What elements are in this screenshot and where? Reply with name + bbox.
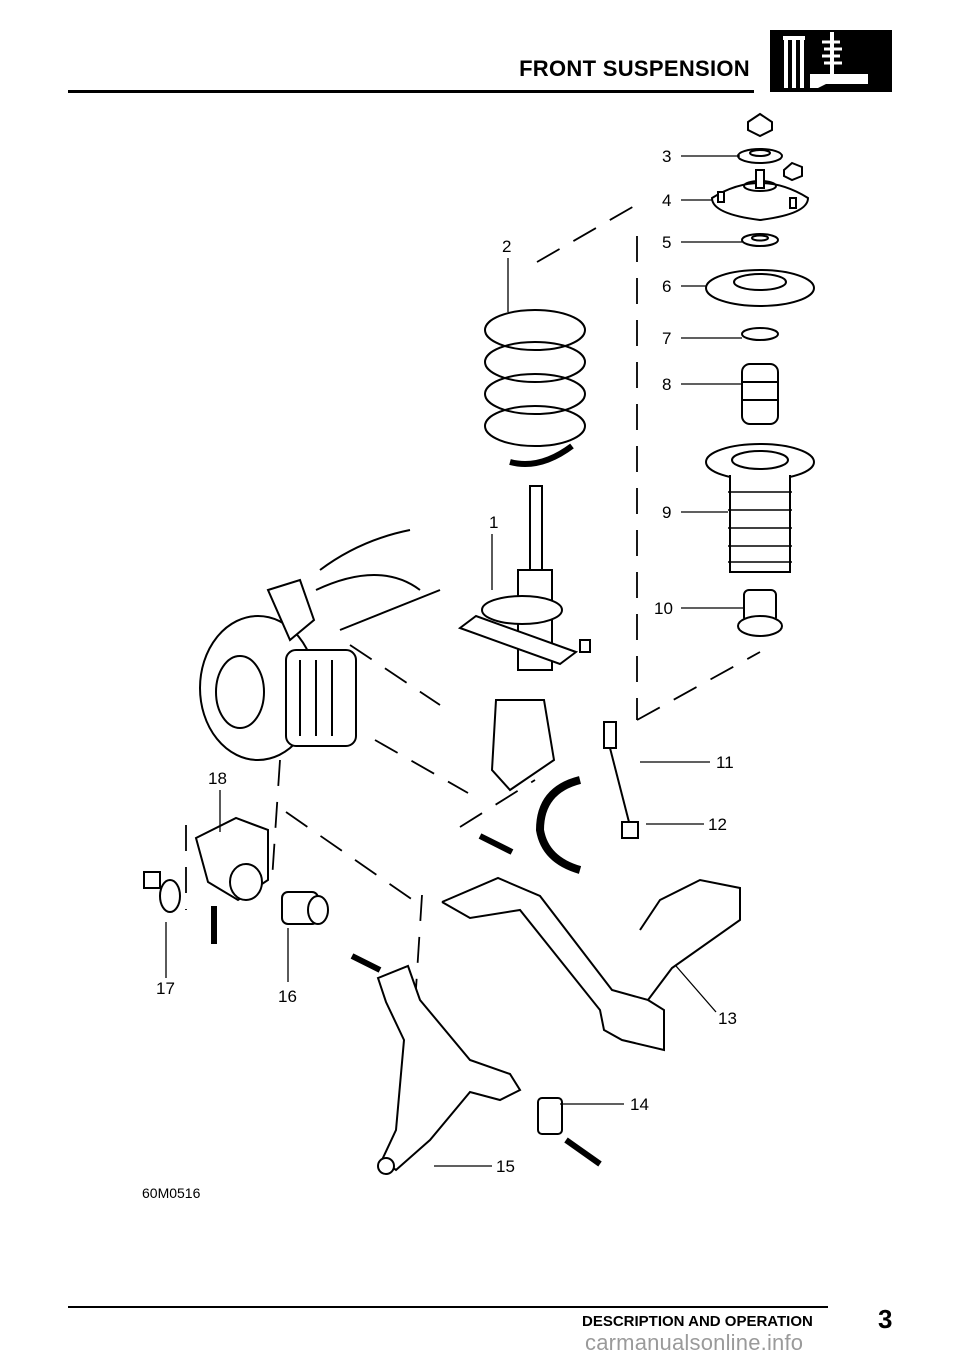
header-rule xyxy=(68,90,754,93)
callout-17: 17 xyxy=(156,979,175,998)
callout-1: 1 xyxy=(489,513,498,532)
section-logo xyxy=(770,30,892,92)
lower-arm xyxy=(350,953,602,1175)
callout-6: 6 xyxy=(662,277,671,296)
page-title: FRONT SUSPENSION xyxy=(519,56,750,81)
hub-and-brake xyxy=(199,529,441,761)
callout-11: 11 xyxy=(716,753,734,772)
callout-16: 16 xyxy=(278,987,297,1006)
coil-spring xyxy=(484,309,586,467)
page-number: 3 xyxy=(878,1304,893,1334)
spring-seat-and-gaiter xyxy=(705,269,815,637)
callout-4: 4 xyxy=(662,191,671,210)
callout-2: 2 xyxy=(502,237,511,256)
callout-labels: 1 2 3 4 5 6 7 8 9 10 11 12 13 14 15 16 1… xyxy=(156,147,737,1176)
watermark: carmanualsonline.info xyxy=(585,1330,804,1355)
callout-9: 9 xyxy=(662,503,671,522)
footer-section-title: DESCRIPTION AND OPERATION xyxy=(582,1313,813,1330)
suspension-icon xyxy=(783,32,868,88)
damper-strut xyxy=(457,485,591,792)
callout-10: 10 xyxy=(654,599,673,618)
footer-rule xyxy=(68,1306,828,1308)
callout-14: 14 xyxy=(630,1095,649,1114)
figure-reference: 60M0516 xyxy=(142,1185,201,1201)
callout-7: 7 xyxy=(662,329,671,348)
callout-13: 13 xyxy=(718,1009,737,1028)
subframe xyxy=(441,876,741,1052)
callout-5: 5 xyxy=(662,233,671,252)
callout-12: 12 xyxy=(708,815,727,834)
callout-18: 18 xyxy=(208,769,227,788)
strut-top-mount xyxy=(710,112,810,247)
callout-15: 15 xyxy=(496,1157,515,1176)
rear-bush-assembly xyxy=(143,816,329,944)
callout-8: 8 xyxy=(662,375,671,394)
anti-roll-bar xyxy=(478,721,639,874)
callout-3: 3 xyxy=(662,147,671,166)
